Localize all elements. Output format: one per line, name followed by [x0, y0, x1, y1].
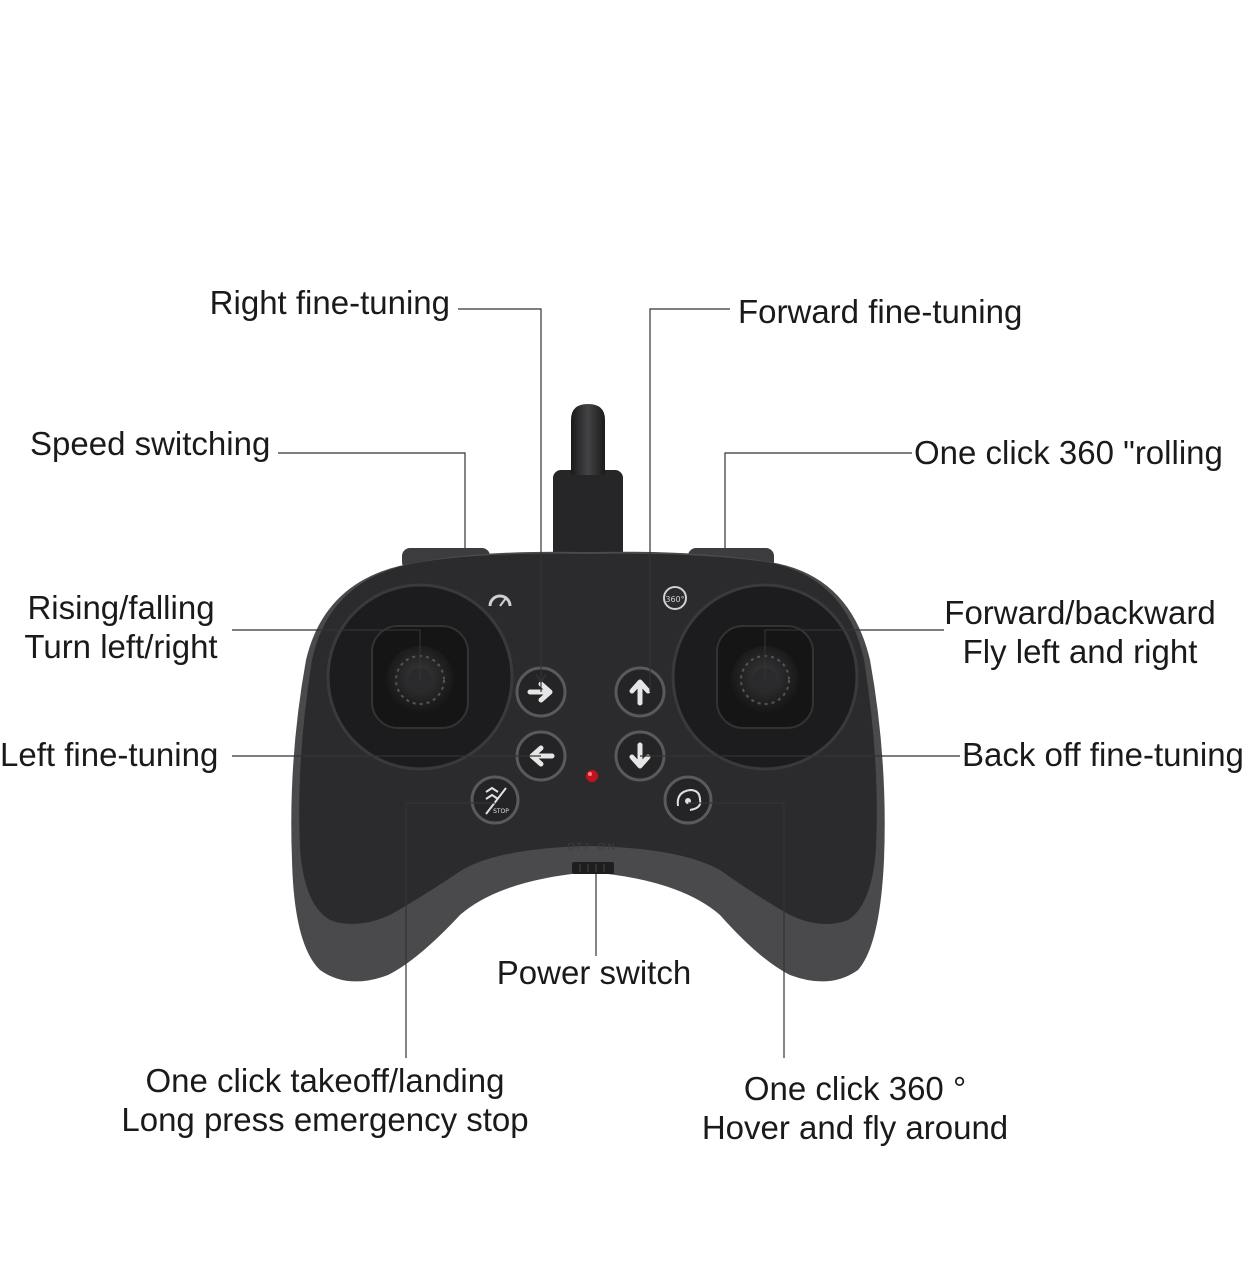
stop-text: STOP [493, 808, 509, 815]
power-led [586, 770, 598, 782]
label-left-stick-line2: Turn left/right [10, 627, 232, 666]
takeoff-landing-button[interactable]: STOP [472, 777, 518, 823]
label-right-stick: Forward/backward Fly left and right [940, 593, 1220, 671]
label-takeoff-line2: Long press emergency stop [110, 1100, 540, 1139]
label-right-stick-line2: Fly left and right [940, 632, 1220, 671]
label-hover: One click 360 ° Hover and fly around [690, 1069, 1020, 1147]
antenna [553, 404, 623, 560]
label-power-switch: Power switch [484, 953, 704, 992]
label-right-fine-tuning: Right fine-tuning [210, 283, 450, 322]
badge-360-text: 360° [665, 595, 684, 604]
power-switch-text: OFF ON [567, 842, 617, 853]
label-speed-switching: Speed switching [30, 424, 270, 463]
label-hover-line2: Hover and fly around [690, 1108, 1020, 1147]
label-hover-line1: One click 360 ° [690, 1069, 1020, 1108]
label-one-click-360-rolling: One click 360 "rolling [914, 433, 1223, 472]
label-left-stick-line1: Rising/falling [10, 588, 232, 627]
label-left-fine-tuning: Left fine-tuning [0, 735, 218, 774]
forward-fine-tuning-button[interactable] [616, 668, 664, 716]
label-right-stick-line1: Forward/backward [940, 593, 1220, 632]
label-takeoff: One click takeoff/landing Long press eme… [110, 1061, 540, 1139]
label-left-stick: Rising/falling Turn left/right [10, 588, 232, 666]
label-back-off-fine-tuning: Back off fine-tuning [962, 735, 1242, 774]
label-forward-fine-tuning: Forward fine-tuning [738, 292, 1022, 331]
hover-360-button[interactable] [665, 777, 711, 823]
leader-speed-switching [278, 453, 465, 548]
leader-roll-360 [725, 453, 912, 548]
label-takeoff-line1: One click takeoff/landing [110, 1061, 540, 1100]
